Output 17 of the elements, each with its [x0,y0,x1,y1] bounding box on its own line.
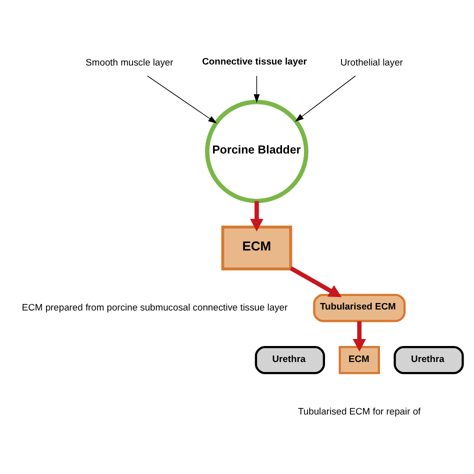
node-text: Connective tissue layer [202,55,307,66]
arrow [295,75,356,122]
arrow [352,320,366,352]
node-label: ECM prepared from porcine submucosal connective tissue layer [22,300,288,312]
arrow [250,200,264,232]
node-text: Urothelial layer [340,56,403,67]
node-box: Urethra [254,345,326,374]
node-text: Smooth muscle layer [86,56,174,67]
arrow [254,75,260,102]
arrow [147,75,217,123]
node-box: ECM [221,225,292,270]
node-circle: Porcine Bladder [205,99,308,203]
node-box: Tubularised ECM [313,293,406,322]
node-box: Urethra [394,345,464,374]
arrow [290,266,342,297]
node-label: Tubularised ECM for repair of [298,405,421,416]
node-box: ECM [338,345,380,374]
